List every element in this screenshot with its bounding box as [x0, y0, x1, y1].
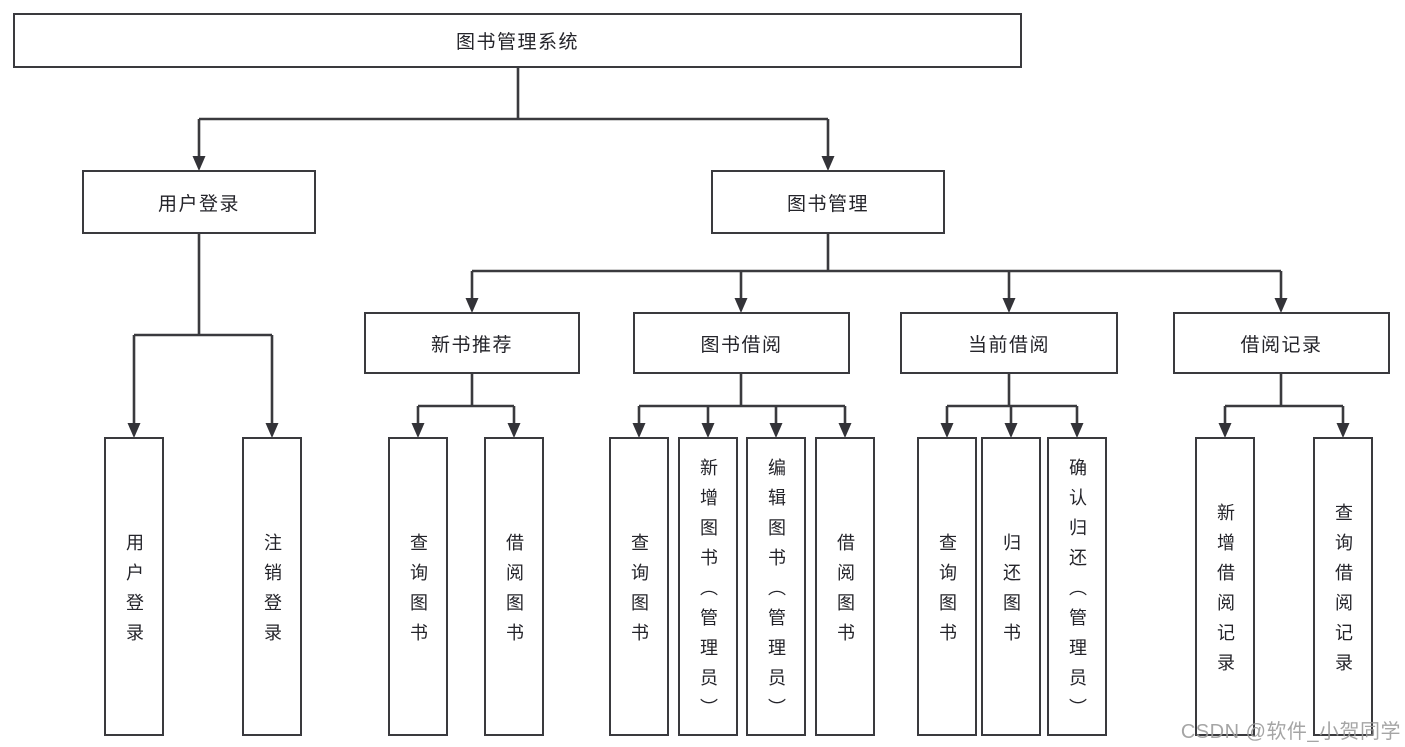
leaf-confirm-return-admin-label: 确认归还（管理员） [1067, 457, 1087, 728]
node-root-system-label: 图书管理系统 [455, 32, 579, 53]
leaf-borrow-books-borrow: 借阅图书 [815, 437, 875, 736]
node-root-system: 图书管理系统 [13, 13, 1022, 68]
node-book-management: 图书管理 [711, 170, 945, 234]
leaf-borrow-books-recommend: 借阅图书 [484, 437, 544, 736]
leaf-query-borrow-record-label: 查询借阅记录 [1333, 502, 1353, 683]
node-book-borrow: 图书借阅 [633, 312, 850, 374]
leaf-borrow-books-recommend-label: 借阅图书 [504, 532, 524, 653]
node-new-book-recommend-label: 新书推荐 [430, 334, 513, 356]
leaf-query-borrow-record: 查询借阅记录 [1313, 437, 1373, 736]
node-borrow-records: 借阅记录 [1173, 312, 1390, 374]
node-user-login-label: 用户登录 [157, 193, 240, 215]
leaf-query-books-recommend-label: 查询图书 [408, 532, 428, 653]
leaf-add-borrow-record-label: 新增借阅记录 [1215, 502, 1235, 683]
leaf-query-books-recommend: 查询图书 [388, 437, 448, 736]
node-book-management-label: 图书管理 [786, 193, 869, 215]
leaf-query-books-borrow: 查询图书 [609, 437, 669, 736]
leaf-add-book-admin-label: 新增图书（管理员） [698, 457, 718, 728]
node-current-borrow-label: 当前借阅 [967, 334, 1050, 356]
node-borrow-records-label: 借阅记录 [1240, 334, 1323, 356]
node-new-book-recommend: 新书推荐 [364, 312, 580, 374]
leaf-edit-book-admin-label: 编辑图书（管理员） [766, 457, 786, 728]
node-book-borrow-label: 图书借阅 [700, 334, 783, 356]
leaf-add-book-admin: 新增图书（管理员） [678, 437, 738, 736]
leaf-logout-label: 注销登录 [262, 532, 282, 653]
node-user-login: 用户登录 [82, 170, 316, 234]
leaf-user-login-label: 用户登录 [124, 532, 144, 653]
node-current-borrow: 当前借阅 [900, 312, 1118, 374]
leaf-confirm-return-admin: 确认归还（管理员） [1047, 437, 1107, 736]
leaf-logout: 注销登录 [242, 437, 302, 736]
watermark: CSDN @软件_小贺同学 [1180, 721, 1401, 743]
leaf-query-books-current: 查询图书 [917, 437, 977, 736]
leaf-query-books-borrow-label: 查询图书 [629, 532, 649, 653]
leaf-add-borrow-record: 新增借阅记录 [1195, 437, 1255, 736]
leaf-borrow-books-borrow-label: 借阅图书 [835, 532, 855, 653]
leaf-return-book-label: 归还图书 [1001, 532, 1021, 653]
leaf-edit-book-admin: 编辑图书（管理员） [746, 437, 806, 736]
leaf-user-login: 用户登录 [104, 437, 164, 736]
leaf-return-book: 归还图书 [981, 437, 1041, 736]
leaf-query-books-current-label: 查询图书 [937, 532, 957, 653]
